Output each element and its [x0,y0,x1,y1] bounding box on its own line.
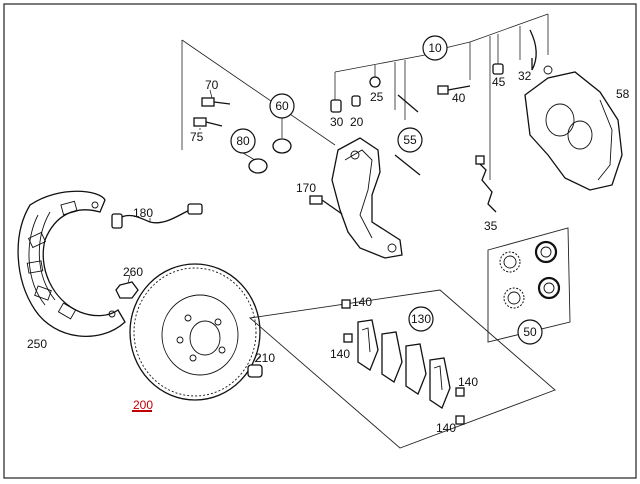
callout-10: 10 [422,35,448,61]
bolt-170 [309,195,343,215]
brake-dust-shield [17,190,126,337]
svg-text:55: 55 [403,133,417,147]
wear-sensor [111,203,203,229]
part-35 [475,155,497,213]
svg-text:10: 10 [428,41,442,55]
screw-210 [247,355,263,378]
svg-text:60: 60 [275,99,289,113]
label-35: 35 [484,219,498,233]
callout-80: 80 [230,128,256,161]
label-180: 180 [133,206,153,220]
label-32: 32 [518,69,532,83]
seal-kit-box [487,227,571,343]
callout-60: 60 [269,93,295,138]
label-25: 25 [370,90,384,104]
label-30: 30 [330,115,344,129]
label-40: 40 [452,91,466,105]
svg-text:130: 130 [411,312,431,326]
bushing-80 [248,158,268,174]
part-32 [529,29,537,71]
pad-kit-box [248,289,556,449]
label-140-c: 140 [458,375,478,389]
pad-screws [341,299,465,425]
svg-text:50: 50 [523,325,537,339]
guide-pins [394,94,421,176]
label-45: 45 [492,75,506,89]
callout-130: 130 [408,306,434,332]
part-30 [330,99,342,113]
bolt-75 [193,117,223,130]
caliper-housing [524,65,623,191]
label-250: 250 [27,337,47,351]
bolt-70 [201,89,231,107]
label-140-a: 140 [352,295,372,309]
label-200: 200 [133,398,153,412]
part-25 [369,76,381,88]
label-170: 170 [296,181,316,195]
label-210: 210 [255,351,275,365]
bolt-40 [437,85,471,95]
label-70: 70 [205,78,219,92]
diagram-frame [3,3,637,479]
label-140-d: 140 [436,421,456,435]
label-75: 75 [190,130,204,144]
caliper-carrier [331,137,403,259]
svg-text:80: 80 [236,134,250,148]
part-20 [351,95,361,107]
label-140-b: 140 [330,347,350,361]
label-260: 260 [123,265,143,279]
label-58: 58 [616,87,630,101]
callout-50: 50 [517,319,543,345]
brake-pads [357,319,451,409]
label-20: 20 [350,115,364,129]
bolt-260 [115,274,139,299]
brake-disc [129,263,261,401]
bushing-60 [272,138,292,154]
callout-55: 55 [397,127,423,153]
part-45 [492,63,504,75]
caliper-group-bracket [181,13,549,180]
